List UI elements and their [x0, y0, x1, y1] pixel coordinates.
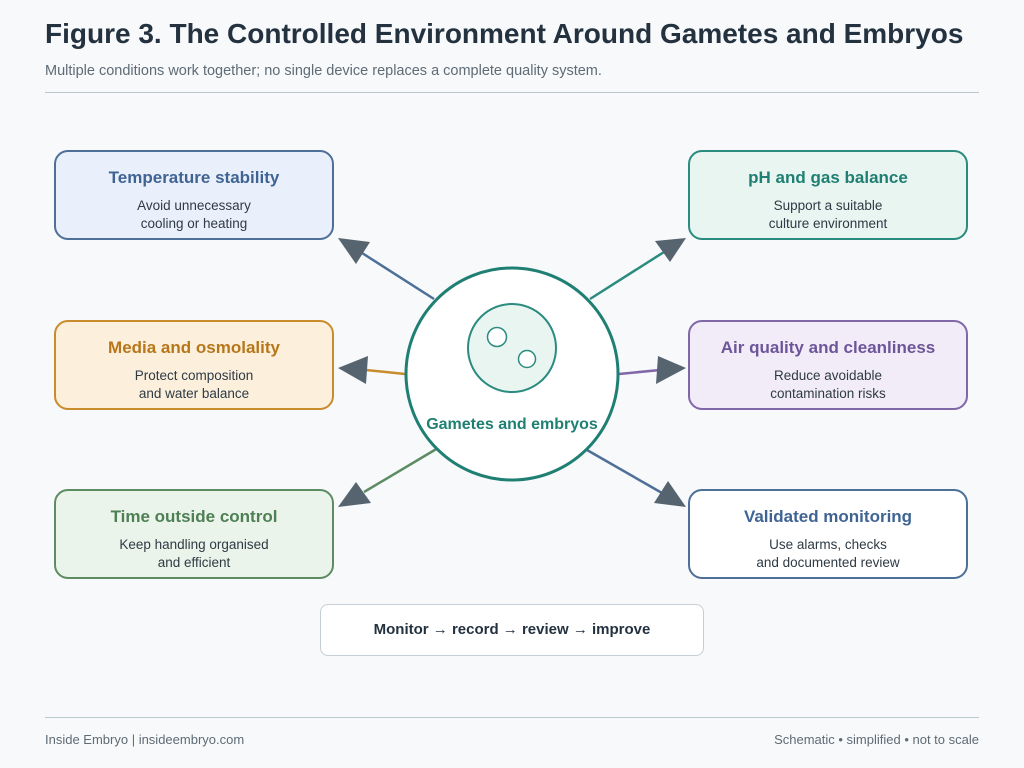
- footer-source: Inside Embryo | insideembryo.com: [45, 732, 245, 747]
- box-description-line: Use alarms, checks: [769, 537, 887, 552]
- box-title: pH and gas balance: [748, 168, 908, 187]
- arrowhead-time: [338, 482, 371, 507]
- box-description-line: and water balance: [138, 386, 250, 401]
- connector-temperature: [361, 251, 435, 301]
- connector-monitoring: [586, 448, 663, 495]
- box-description: Protect composition and water balance: [56, 367, 332, 403]
- box-validated-monitoring: Validated monitoring Use alarms, checks …: [688, 489, 968, 579]
- bottom-divider: [45, 717, 979, 718]
- footer-note: Schematic • simplified • not to scale: [774, 732, 979, 747]
- cell-icon: [517, 349, 537, 369]
- box-title: Media and osmolality: [108, 338, 280, 357]
- box-ph-gas-balance: pH and gas balance Support a suitable cu…: [688, 150, 968, 240]
- culture-dish-icon: [467, 303, 557, 393]
- arrowhead-ph-gas: [655, 238, 686, 262]
- box-time-outside-control: Time outside control Keep handling organ…: [54, 489, 334, 579]
- arrowhead-media: [338, 356, 368, 384]
- box-description: Reduce avoidable contamination risks: [690, 367, 966, 403]
- arrowhead-temperature: [338, 238, 370, 264]
- box-description-line: contamination risks: [770, 386, 886, 401]
- box-air-quality: Air quality and cleanliness Reduce avoid…: [688, 320, 968, 410]
- box-description: Use alarms, checks and documented review: [690, 536, 966, 572]
- box-media-osmolality: Media and osmolality Protect composition…: [54, 320, 334, 410]
- box-description-line: Support a suitable: [773, 198, 883, 213]
- box-description: Avoid unnecessary cooling or heating: [56, 197, 332, 233]
- box-title: Time outside control: [110, 507, 278, 526]
- box-description-line: and documented review: [756, 555, 900, 570]
- cell-icon: [486, 326, 508, 348]
- top-divider: [45, 92, 979, 93]
- arrowhead-air: [656, 356, 686, 384]
- box-description-line: Protect composition: [134, 368, 254, 383]
- box-description: Keep handling organised and efficient: [56, 536, 332, 572]
- center-label: Gametes and embryos: [426, 416, 598, 433]
- box-description-line: Avoid unnecessary: [137, 198, 251, 213]
- box-title: Validated monitoring: [743, 507, 913, 526]
- figure-subtitle: Multiple conditions work together; no si…: [45, 63, 602, 79]
- improvement-loop-box: Monitor → record → review → improve: [320, 604, 704, 656]
- box-title: Temperature stability: [108, 168, 280, 187]
- box-description-line: culture environment: [768, 216, 888, 231]
- connector-air: [618, 368, 661, 376]
- connector-media: [365, 368, 406, 376]
- box-description-line: Keep handling organised: [119, 537, 269, 552]
- box-description-line: cooling or heating: [140, 216, 248, 231]
- box-title: Air quality and cleanliness: [720, 338, 936, 357]
- box-description-line: and efficient: [157, 555, 231, 570]
- arrowhead-monitoring: [654, 481, 686, 507]
- box-description-line: Reduce avoidable: [773, 368, 883, 383]
- box-temperature-stability: Temperature stability Avoid unnecessary …: [54, 150, 334, 240]
- connector-time: [363, 446, 439, 494]
- figure-title: Figure 3. The Controlled Environment Aro…: [45, 18, 964, 49]
- connector-ph-gas: [589, 250, 665, 301]
- box-description: Support a suitable culture environment: [690, 197, 966, 233]
